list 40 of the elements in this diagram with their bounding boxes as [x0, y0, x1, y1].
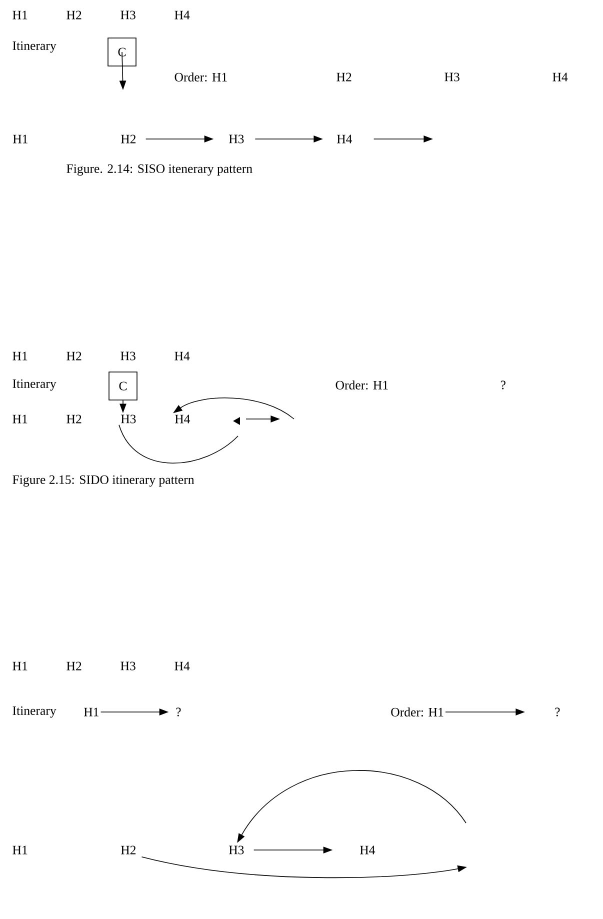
text-label: H4 — [174, 10, 190, 20]
text-label: H1 — [12, 352, 28, 360]
text-label: H2 — [66, 662, 82, 670]
node-label: Order: H1 — [391, 707, 444, 717]
text-label: H4 — [174, 662, 190, 670]
figure-caption: Figure. 2.14: SISO itenerary pattern — [66, 164, 252, 176]
text-label: H3 — [444, 72, 460, 82]
text-label: Order: H1 — [174, 72, 227, 82]
text-label: Itinerary — [12, 379, 56, 391]
figure-caption: Figure 2.15: SIDO itinerary pattern — [12, 475, 194, 487]
text-label: Itinerary — [12, 41, 56, 53]
node-label: H3 — [120, 414, 136, 424]
letter-box: C — [108, 38, 136, 66]
text-label: H3 — [120, 662, 136, 670]
node-label: H3 — [228, 134, 244, 144]
node-label: H2 — [120, 846, 136, 854]
letter-box: C — [108, 372, 138, 400]
text-label: H2 — [66, 414, 82, 424]
text-label: H2 — [336, 72, 352, 82]
text-label: Itinerary — [12, 706, 56, 718]
text-label: H2 — [66, 352, 82, 360]
node-label: H1 — [84, 708, 98, 716]
text-label: H1 — [12, 10, 28, 20]
text-label: ? — [500, 380, 506, 390]
node-label: H4 — [360, 846, 376, 854]
text-label: H3 — [120, 10, 136, 20]
node-label: H2 — [120, 134, 136, 144]
node-label: H3 — [228, 846, 244, 854]
text-label: H4 — [552, 72, 568, 82]
text-label: H1 — [12, 846, 28, 854]
node-label: ? — [176, 708, 181, 716]
text-label: H2 — [66, 10, 82, 20]
node-label: H4 — [336, 134, 352, 144]
text-label: H1 — [12, 414, 28, 424]
text-label: H1 — [12, 662, 28, 670]
node-label: H1 — [12, 134, 28, 144]
text-label: H4 — [174, 352, 190, 360]
node-label: H4 — [174, 414, 190, 424]
text-label: Order: H1 — [336, 380, 388, 390]
node-label: ? — [555, 708, 560, 716]
